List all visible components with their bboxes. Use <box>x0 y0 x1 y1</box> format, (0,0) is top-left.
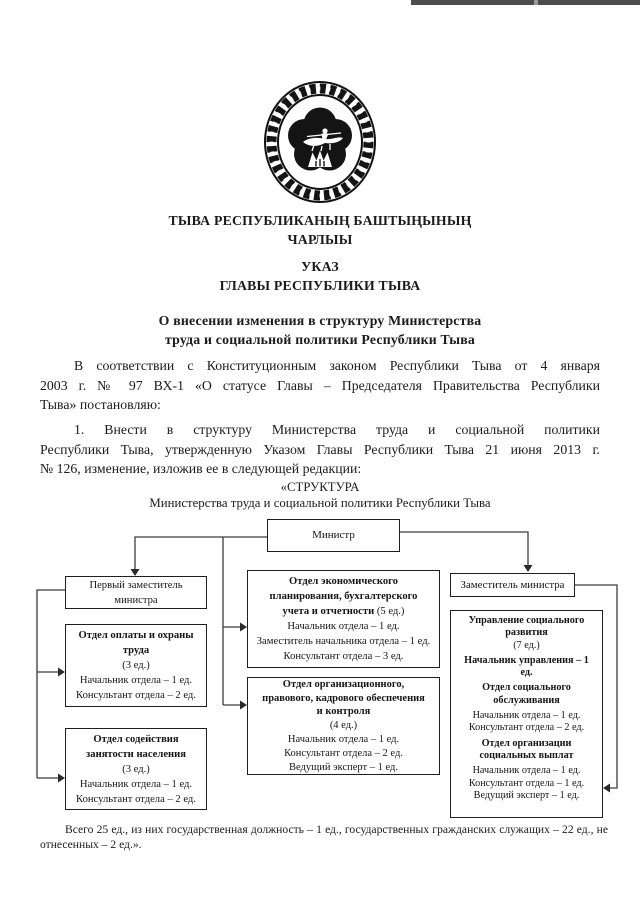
org-box-title: планирования, бухгалтерского <box>269 591 418 602</box>
decree-subject-line2: труда и социальной политики Республики Т… <box>164 331 475 347</box>
decree-subject-line1: О внесении изменения в структуру Министе… <box>158 313 482 328</box>
text-line: Всего 25 ед., из них государственная дол… <box>65 823 608 836</box>
text-line: В соответствии с Конституционным законом… <box>74 358 600 373</box>
scan-artifact-bar <box>411 0 640 5</box>
body-paragraph-1: В соответствии с Конституционным законом… <box>40 356 600 415</box>
org-box-title: учета и отчетности (5 ед.) <box>248 604 439 619</box>
org-box-title: Отдел содействия <box>93 733 179 745</box>
title-tyvan-line1: ТЫВА РЕСПУБЛИКАНЫҢ БАШТЫҢЫНЫҢ <box>168 213 472 228</box>
org-box-first-deputy: Первый заместитель министра <box>65 576 207 609</box>
org-box-staff: Консультант отдела – 2 ед. <box>76 793 196 805</box>
org-box-title: Отдел экономического <box>289 576 398 587</box>
emblem-horseman-icon <box>264 81 376 203</box>
org-box-staff: Ведущий эксперт – 1 ед. <box>473 789 580 801</box>
org-box-econ-dept: Отдел экономического планирования, бухга… <box>247 570 440 668</box>
org-box-label: Министр <box>312 529 355 541</box>
org-box-minister: Министр <box>267 519 400 552</box>
org-box-count: (3 ед.) <box>122 763 150 775</box>
title-tyvan-line2: ЧАРЛЫЫ <box>287 231 353 247</box>
org-box-staff: Начальник отдела – 1 ед. <box>472 710 581 722</box>
structure-heading: «СТРУКТУРА Министерства труда и социальн… <box>0 479 640 511</box>
org-box-org-dept: Отдел организационного, правового, кадро… <box>247 677 440 775</box>
org-box-count: (5 ед.) <box>376 606 405 617</box>
text-line: Тыва» постановляю: <box>40 397 161 412</box>
tyva-coat-of-arms <box>259 76 381 208</box>
org-box-subtitle: социальных выплат <box>479 749 574 761</box>
org-box-staff: Начальник отдела – 1 ед. <box>472 765 581 777</box>
org-box-title: Отдел оплаты и охраны <box>78 630 194 641</box>
text-line: № 126, изменение, изложив ее в следующей… <box>40 461 362 476</box>
org-box-label: министра <box>114 594 158 606</box>
org-box-title: развития <box>505 627 548 639</box>
org-chart: Министр Первый заместитель министра Отде… <box>0 515 640 827</box>
org-box-staff: Начальник отдела – 1 ед. <box>79 675 193 686</box>
org-chart-connectors <box>36 531 618 793</box>
org-box-staff: Начальник отдела – 1 ед. <box>287 733 400 745</box>
org-box-social-admin: Управление социального развития (7 ед.) … <box>450 610 603 818</box>
text-line: Республики Тыва, утвержденную Указом Гла… <box>40 441 600 457</box>
org-box-title-text: учета и отчетности <box>282 606 375 617</box>
org-box-count: (4 ед.) <box>329 720 358 732</box>
org-box-subtitle: Отдел организации <box>481 737 572 749</box>
org-box-staff: Начальник отдела – 1 ед. <box>79 778 193 790</box>
org-box-staff: Начальник отдела – 1 ед. <box>287 621 400 632</box>
arrowheads <box>58 565 610 793</box>
total-staff-note: Всего 25 ед., из них государственная дол… <box>40 823 608 852</box>
structure-heading-line1: «СТРУКТУРА <box>280 480 360 494</box>
org-box-subtitle: обслуживания <box>493 694 560 706</box>
text-line: 2003 г. № 97 ВХ-1 «О статусе Главы – Пре… <box>40 377 600 393</box>
org-box-staff: Консультант отдела – 3 ед. <box>283 651 404 662</box>
org-box-staff: Ведущий эксперт – 1 ед. <box>289 761 398 773</box>
org-box-title: правового, кадрового обеспечения <box>262 692 425 704</box>
structure-heading-line2: Министерства труда и социальной политики… <box>149 496 491 510</box>
org-box-deputy-minister: Заместитель министра <box>450 573 575 597</box>
title-ukaz: УКАЗ ГЛАВЫ РЕСПУБЛИКИ ТЫВА <box>0 258 640 295</box>
org-box-title: Отдел организационного, <box>282 678 405 690</box>
org-box-title: Управление социального <box>468 615 585 626</box>
org-box-staff: Консультант отдела – 2 ед. <box>468 722 585 734</box>
org-box-title: занятости населения <box>86 748 186 760</box>
org-box-count: (7 ед.) <box>513 639 540 651</box>
org-box-head: Начальник управления – 1 <box>464 654 589 666</box>
scan-artifact-notch <box>534 0 538 5</box>
org-box-staff: Консультант отдела – 1 ед. <box>468 777 585 789</box>
title-ukaz-line1: УКАЗ <box>301 259 339 274</box>
org-box-staff: Консультант отдела – 2 ед. <box>284 747 403 759</box>
text-line: 1. Внести в структуру Министерства труда… <box>74 422 600 437</box>
org-box-pay-dept: Отдел оплаты и охраны труда (3 ед.) Нача… <box>65 624 207 707</box>
org-box-staff: Консультант отдела – 2 ед. <box>76 690 196 701</box>
org-box-label: Первый заместитель <box>89 579 183 591</box>
decree-subject: О внесении изменения в структуру Министе… <box>0 312 640 349</box>
org-box-head: ед. <box>520 667 533 679</box>
org-box-title: и контроля <box>316 706 371 718</box>
title-ukaz-line2: ГЛАВЫ РЕСПУБЛИКИ ТЫВА <box>219 277 421 293</box>
text-line: отнесенных – 2 ед.». <box>40 837 142 851</box>
title-tyvan: ТЫВА РЕСПУБЛИКАНЫҢ БАШТЫҢЫНЫҢ ЧАРЛЫЫ <box>0 212 640 249</box>
org-box-title: труда <box>122 645 150 656</box>
org-box-employment-dept: Отдел содействия занятости населения (3 … <box>65 728 207 810</box>
org-box-staff: Заместитель начальника отдела – 1 ед. <box>256 636 431 647</box>
org-box-count: (3 ед.) <box>122 660 150 671</box>
org-box-subtitle: Отдел социального <box>482 682 571 694</box>
org-box-label: Заместитель министра <box>460 578 565 591</box>
body-paragraph-2: 1. Внести в структуру Министерства труда… <box>40 420 600 479</box>
